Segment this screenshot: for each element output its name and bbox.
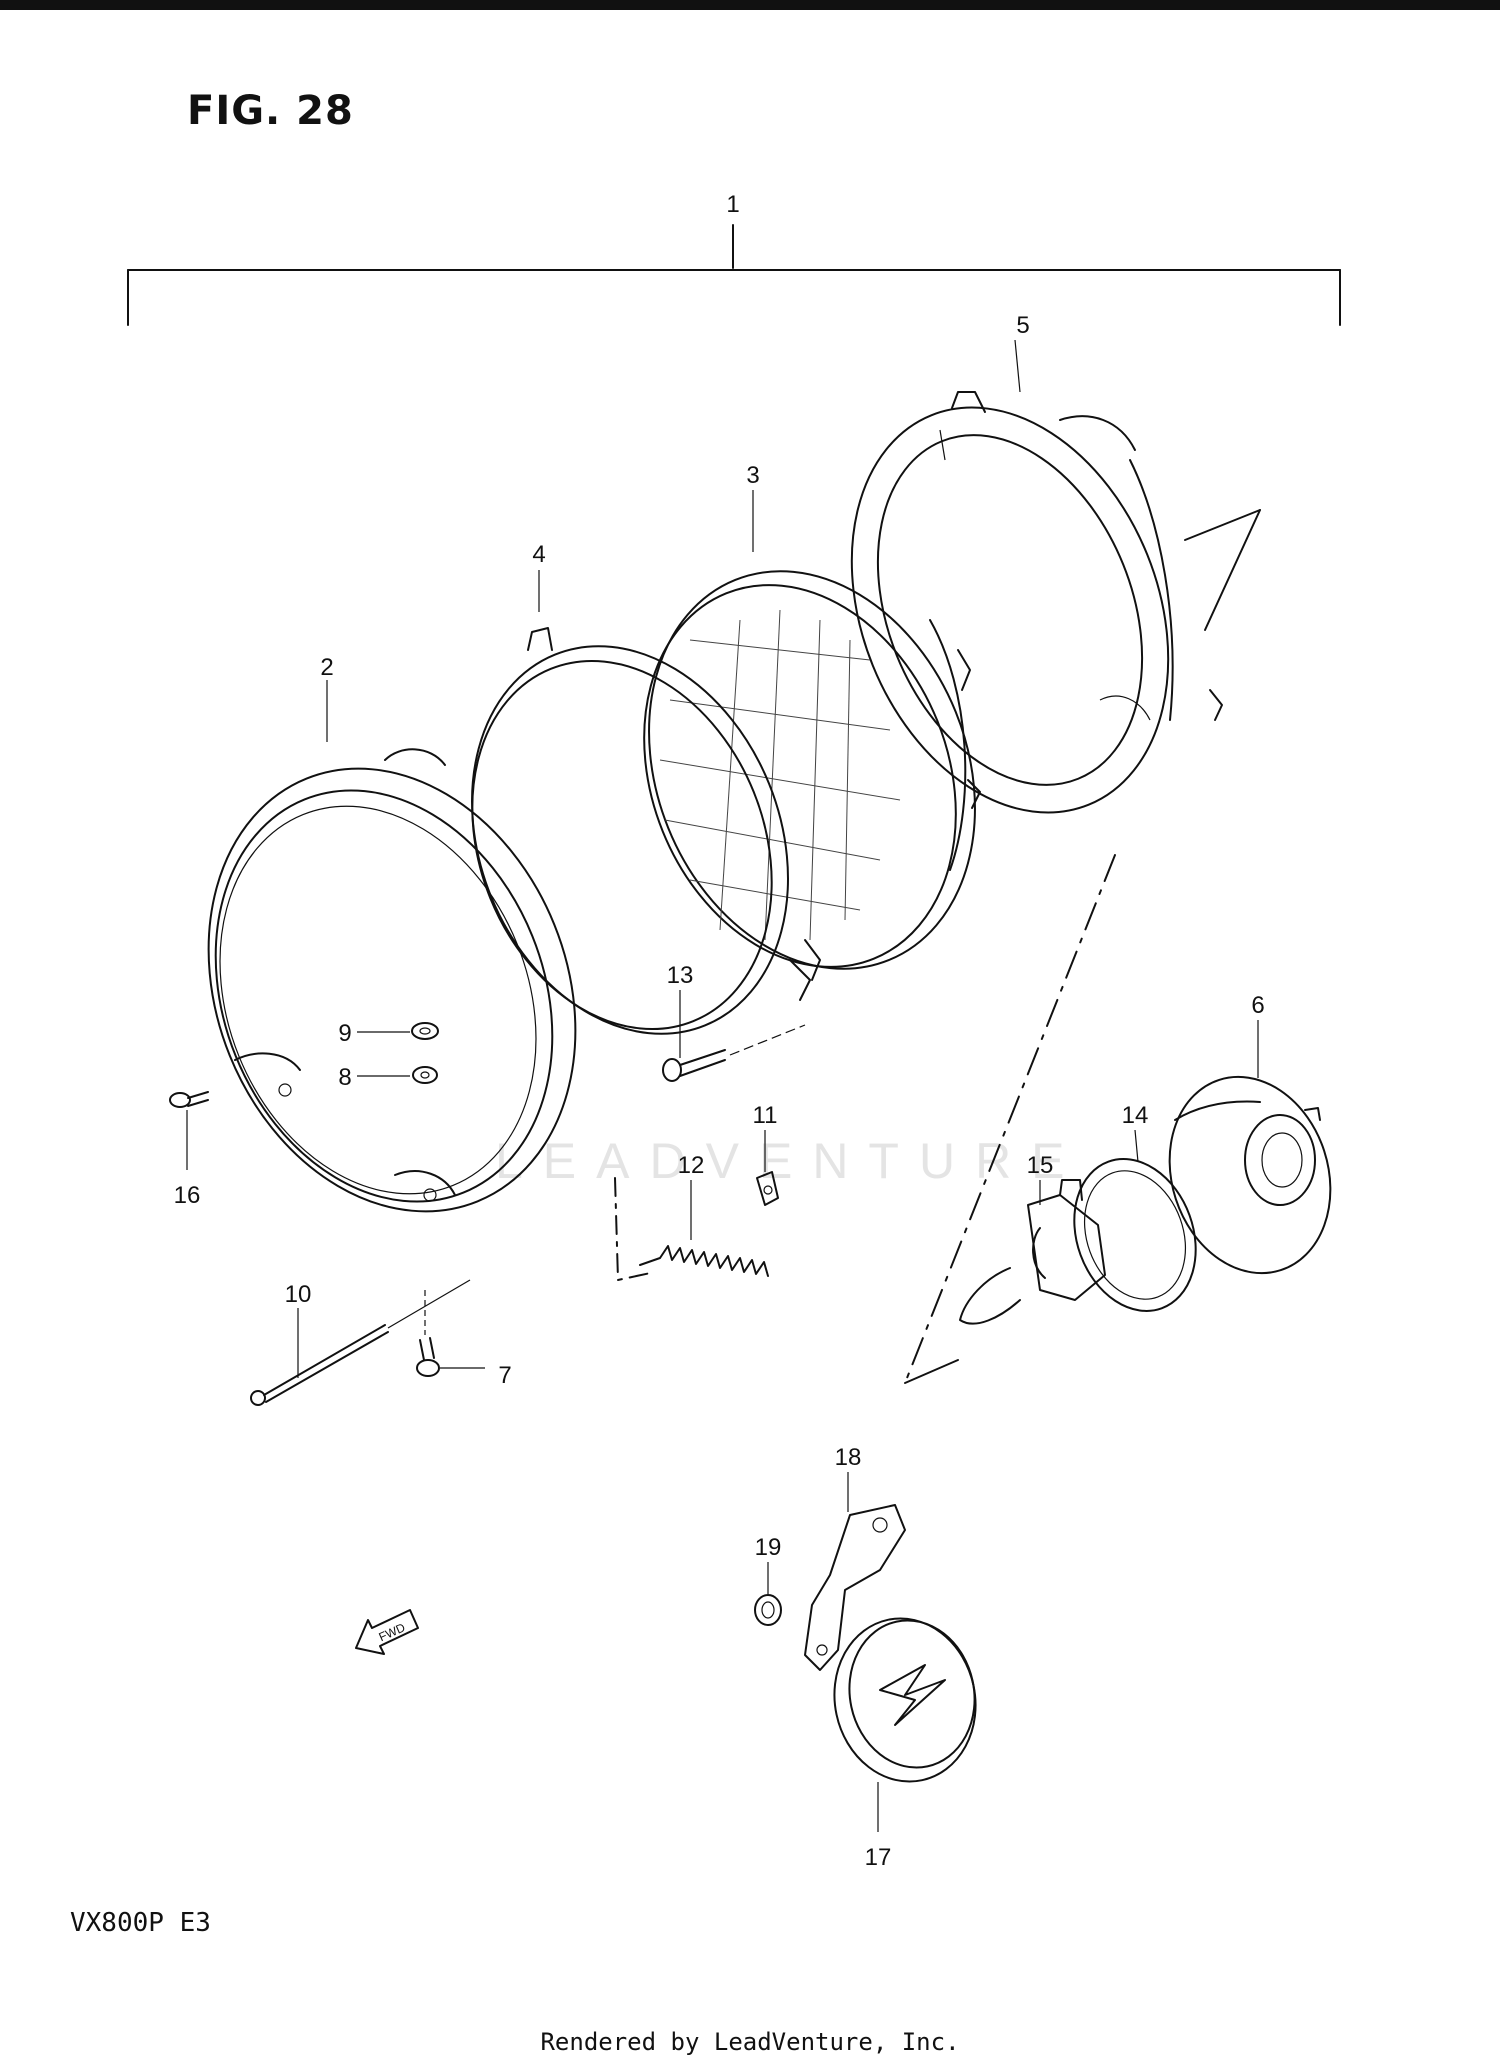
model-code: VX800P E3	[70, 1908, 211, 1938]
fwd-direction-arrow: FWD	[355, 1609, 419, 1655]
part-17-emblem	[833, 1617, 977, 1783]
callout-5: 5	[1016, 312, 1029, 339]
callout-13: 13	[667, 962, 694, 989]
part-2-outer-rim	[207, 748, 577, 1213]
callout-16: 16	[174, 1182, 201, 1209]
part-18-bracket	[804, 1504, 906, 1671]
callout-8: 8	[338, 1064, 351, 1091]
part-14-retaining-spring	[1073, 1158, 1197, 1312]
part-16-screw	[169, 1091, 209, 1108]
callout-18: 18	[835, 1444, 862, 1471]
leader-lines	[186, 339, 1259, 1832]
callout-6: 6	[1251, 992, 1264, 1019]
part-4-gasket-ring	[471, 627, 811, 1035]
top-border-bar	[0, 0, 1500, 10]
callout-12: 12	[678, 1152, 705, 1179]
part-19-grommet	[754, 1594, 782, 1626]
callout-9: 9	[338, 1020, 351, 1047]
callout-labels: 1 2 3 4 5 6 7 8 9 10 11 12 13 14 15 16 1…	[174, 191, 1265, 1871]
callout-2: 2	[320, 654, 333, 681]
part-8-washer	[412, 1066, 438, 1084]
part-9-nut	[411, 1022, 439, 1040]
part-3-lens-unit	[643, 570, 981, 981]
callout-11: 11	[753, 1102, 778, 1129]
watermark-text: LEADVENTURE	[495, 1133, 1085, 1189]
assembly-projection-lines	[614, 854, 1116, 1384]
part-7-screw	[416, 1290, 440, 1377]
callout-1: 1	[726, 191, 739, 218]
callout-3: 3	[746, 462, 759, 489]
callout-7: 7	[498, 1362, 511, 1389]
callout-4: 4	[532, 541, 545, 568]
part-11-nut	[756, 1171, 779, 1206]
figure-title: FIG. 28	[187, 88, 354, 134]
part-13-screw	[662, 1024, 806, 1082]
part-15-bulb	[959, 1179, 1106, 1325]
callout-17: 17	[865, 1844, 892, 1871]
callout-10: 10	[285, 1281, 312, 1308]
callout-14: 14	[1122, 1102, 1149, 1129]
footer-credit: Rendered by LeadVenture, Inc.	[540, 2028, 960, 2056]
part-12-adjust-spring	[639, 1245, 769, 1277]
assembly-bracket	[127, 224, 1341, 326]
callout-15: 15	[1027, 1152, 1054, 1179]
callout-19: 19	[755, 1534, 782, 1561]
part-10-adjust-bolt	[250, 1279, 471, 1406]
part-5-housing-ring	[850, 391, 1261, 814]
part-6-socket-cover	[1168, 1075, 1332, 1275]
